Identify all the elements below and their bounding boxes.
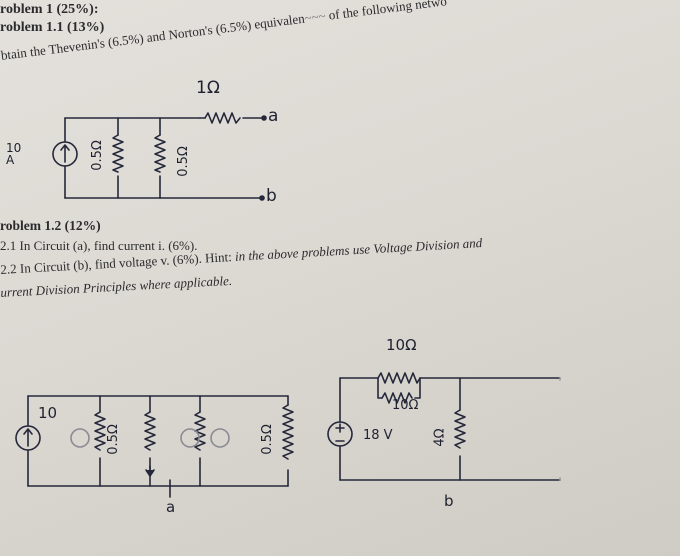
cb-mid-resistor-label: 10Ω — [392, 398, 419, 413]
problem-1-1: roblem 1.1 (13%) — [0, 20, 105, 35]
c1-terminal-a: a — [268, 106, 279, 126]
ca-r1-label: 0.5Ω — [105, 424, 121, 455]
circuit-1-r2 — [154, 134, 166, 173]
problem-title: roblem 1 (25%): — [0, 2, 99, 17]
ca-right-resistor-label: 0.5Ω — [259, 424, 275, 455]
circuit-1-top-resistor — [204, 112, 241, 124]
circuit-b — [327, 372, 561, 481]
ca-label: a — [166, 498, 176, 516]
terminal-b-dot — [259, 195, 265, 201]
c1-terminal-b: b — [266, 186, 277, 206]
c1-top-resistor-label: 1Ω — [196, 78, 220, 98]
question-1: 2.1 In Circuit (a), find current i. (6%)… — [0, 238, 198, 253]
ca-source-label: 10 — [38, 404, 58, 422]
circuit-1-r1 — [112, 134, 124, 173]
problem-1-2: roblem 1.2 (12%) — [0, 218, 101, 233]
cb-top-resistor-label: 10Ω — [386, 336, 417, 354]
c1-r2-label: 0.5Ω — [175, 146, 191, 177]
current-source-a — [15, 425, 41, 451]
voltage-source-b — [327, 421, 353, 447]
terminal-a-dot — [261, 115, 267, 121]
circuit-a — [15, 395, 294, 498]
current-source-1 — [52, 141, 78, 167]
c1-source-label: 10 A — [6, 141, 22, 167]
cb-right-resistor-label: 4Ω — [432, 428, 448, 447]
cb-label: b — [444, 492, 454, 510]
cb-source-label: 18 V — [363, 428, 393, 443]
circuit-1 — [52, 112, 267, 201]
c1-r1-label: 0.5Ω — [89, 140, 105, 171]
